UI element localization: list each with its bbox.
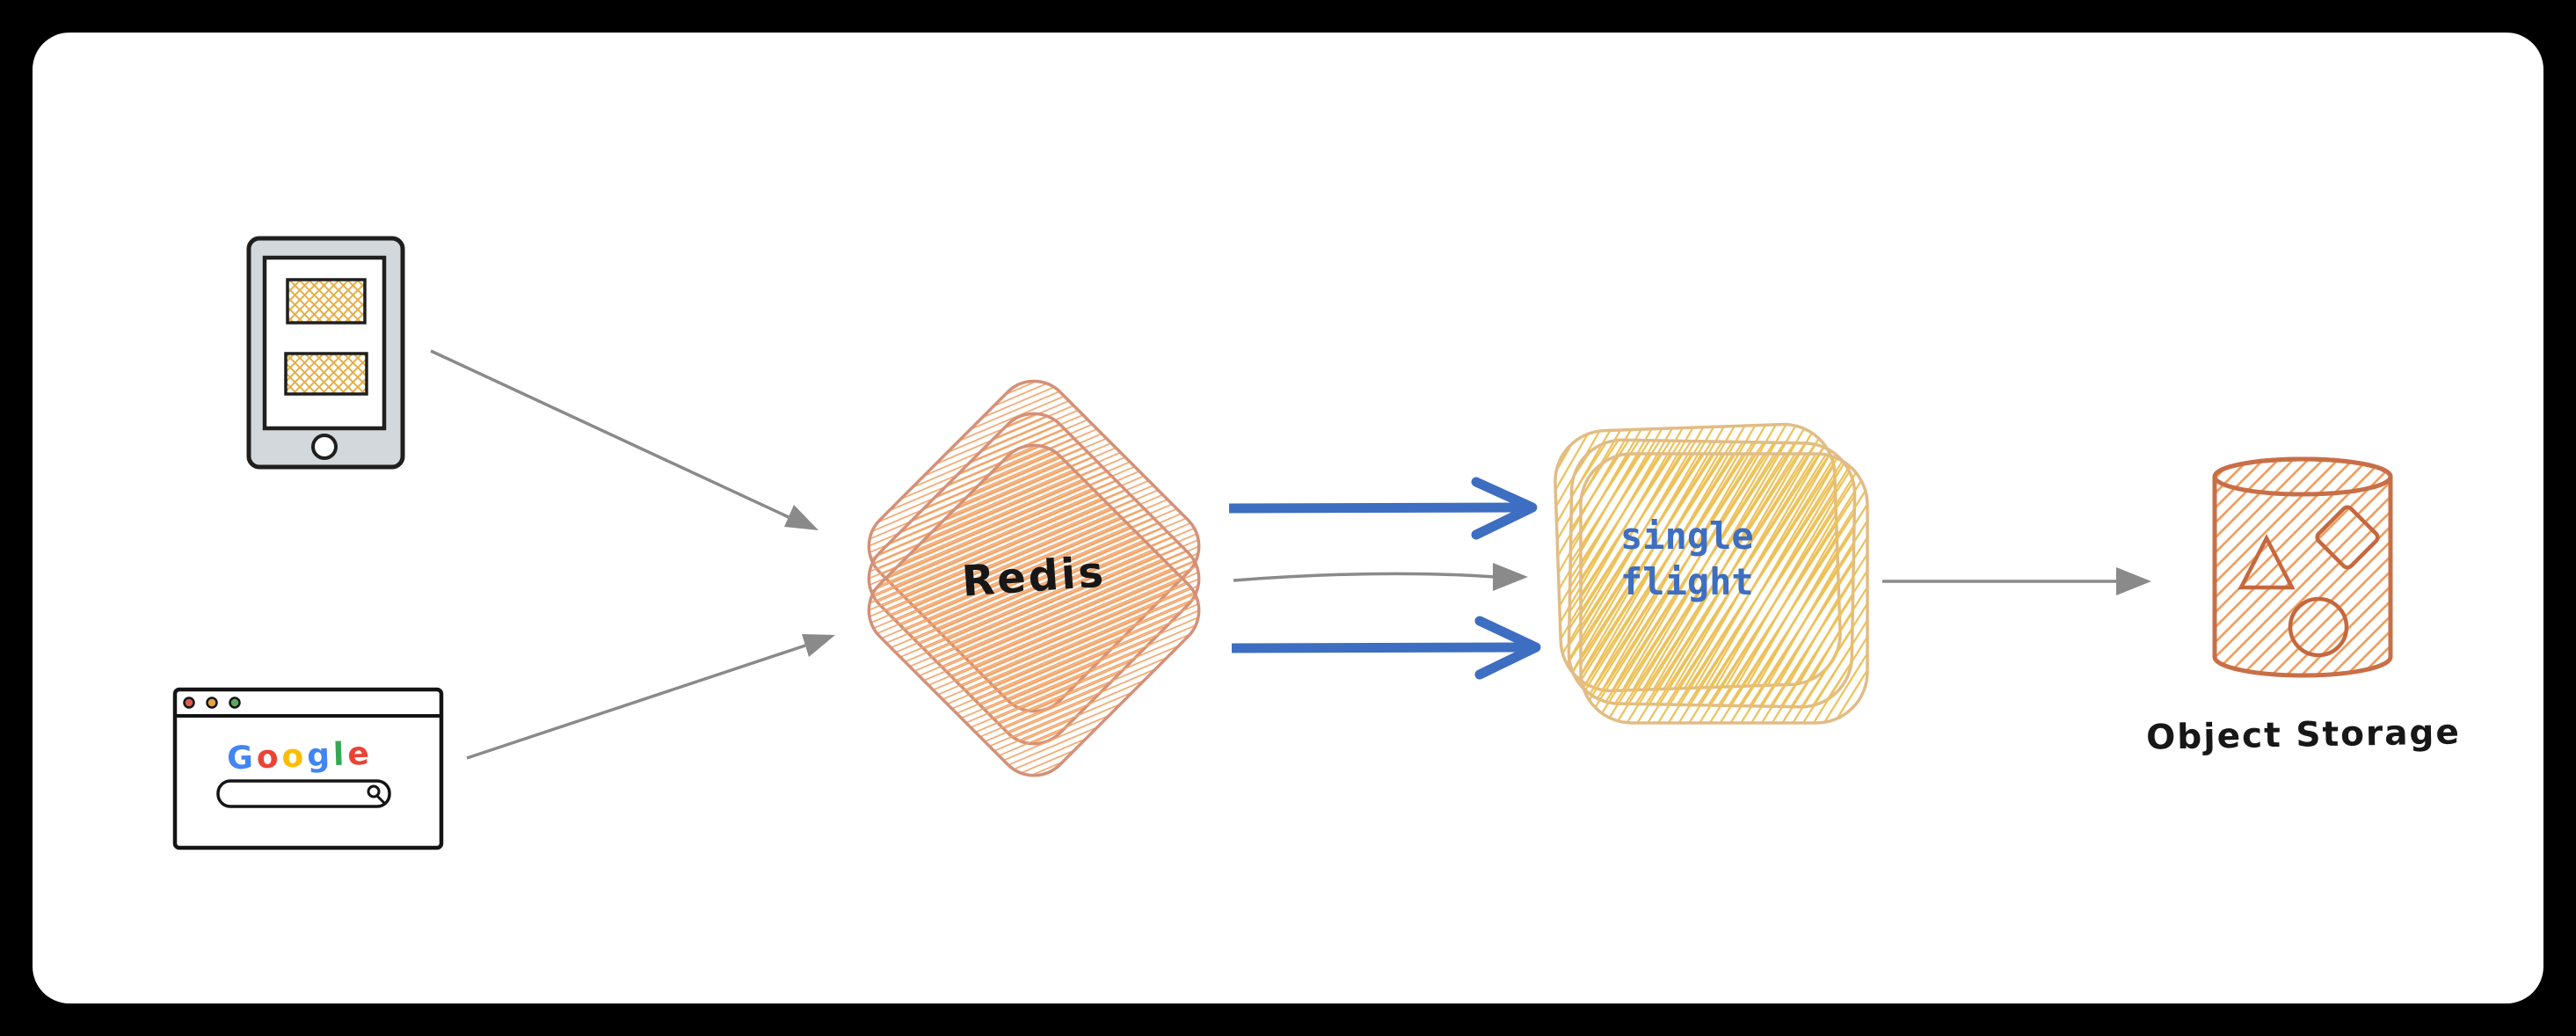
- google-letter: e: [346, 735, 374, 773]
- window-dot-yellow-icon: [206, 697, 218, 709]
- google-letter: G: [226, 740, 258, 777]
- edge-singleflight-to-storage: [1882, 567, 2151, 595]
- chevron-arrowhead-icon: [1471, 477, 1538, 540]
- stored-object-triangle-icon: [2238, 534, 2296, 590]
- single-flight-box-front: [1579, 452, 1869, 725]
- search-icon: [367, 784, 387, 806]
- diagram-canvas: [33, 33, 2543, 1003]
- redis-node-shape: [867, 379, 1201, 777]
- search-box: [216, 779, 391, 808]
- stored-object-circle-icon: [2288, 596, 2349, 658]
- window-dot-red-icon: [183, 697, 195, 709]
- browser-window: [172, 687, 444, 850]
- edge-browser-to-redis: [466, 634, 835, 760]
- google-letter: g: [306, 737, 334, 775]
- google-letter: l: [332, 736, 349, 774]
- chevron-arrowhead-icon: [1474, 616, 1541, 680]
- storage-cylinder-body: [2212, 456, 2393, 678]
- object-storage-label: Object Storage: [2145, 712, 2462, 758]
- google-letter: o: [256, 739, 283, 777]
- redis-diamond-front: [867, 443, 1201, 777]
- object-storage-node-shape: [2212, 456, 2393, 678]
- phone-content-block: [284, 352, 368, 396]
- arrowhead-icon: [784, 505, 819, 530]
- phone-home-button: [311, 434, 338, 460]
- window-dot-green-icon: [229, 697, 241, 709]
- google-letter: o: [280, 738, 308, 776]
- phone-content-block: [286, 278, 367, 325]
- browser-client-icon: [172, 687, 444, 850]
- edge-redis-to-singleflight-bottom: [1231, 616, 1541, 680]
- single-flight-label: single flight: [1620, 514, 1754, 605]
- storage-cylinder-rim: [2212, 456, 2393, 497]
- single-flight-node-shape: [1554, 422, 1869, 725]
- single-flight-label-line1: single: [1620, 514, 1754, 558]
- edge-redis-to-singleflight-top: [1228, 477, 1538, 540]
- arrowhead-icon: [2116, 567, 2151, 595]
- stored-object-diamond-icon: [2315, 505, 2380, 570]
- arrowhead-icon: [1493, 563, 1528, 591]
- edge-redis-to-singleflight-middle: [1233, 563, 1528, 591]
- arrowhead-icon: [802, 634, 835, 657]
- single-flight-label-line2: flight: [1620, 560, 1754, 603]
- redis-label: Redis: [960, 547, 1108, 607]
- google-logo: Google: [227, 736, 374, 777]
- edge-mobile-to-redis: [430, 349, 819, 530]
- mobile-client-icon: [246, 236, 405, 470]
